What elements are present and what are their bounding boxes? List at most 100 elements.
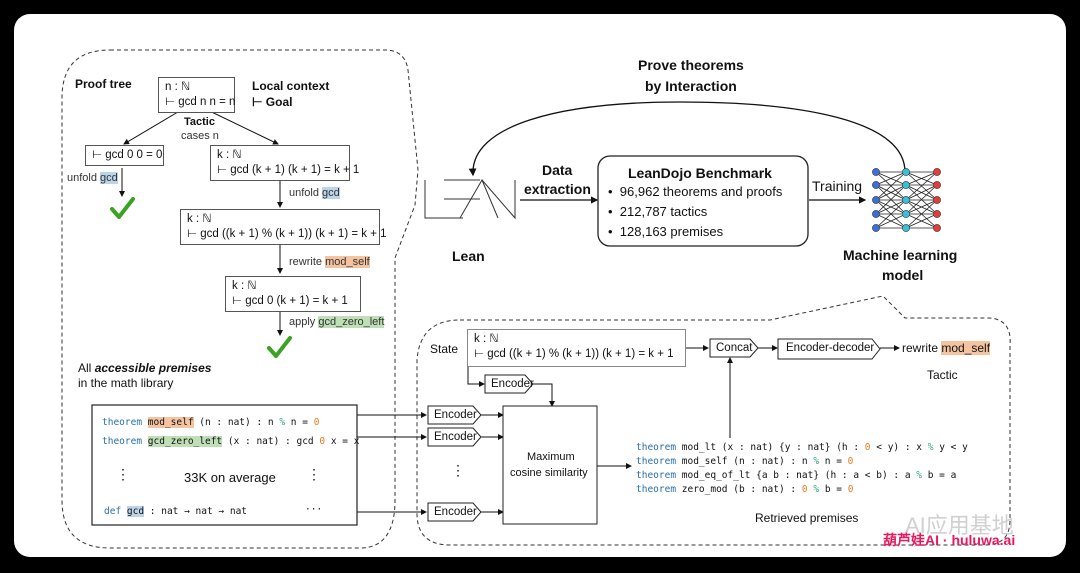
tactic-label: Tactic bbox=[927, 368, 958, 382]
number: 0 bbox=[864, 442, 871, 453]
premise-name: gcd bbox=[126, 506, 145, 517]
premise-name: mod_self bbox=[147, 417, 194, 428]
number: 0 bbox=[801, 484, 808, 495]
nn-edge bbox=[905, 199, 938, 215]
premise-name: gcd_zero_left bbox=[147, 436, 223, 447]
benchmark-title: LeanDojo Benchmark bbox=[628, 165, 772, 181]
tactic-verb: apply bbox=[289, 316, 316, 328]
premise-count: 33K on average bbox=[184, 470, 276, 485]
nn-edge bbox=[905, 171, 938, 201]
root-context: n : ℕ bbox=[165, 81, 191, 93]
similarity-box bbox=[502, 405, 598, 525]
nn-node bbox=[902, 224, 910, 232]
proof-region-outline bbox=[61, 49, 419, 549]
mid-tactic: rewrite mod_self bbox=[289, 256, 370, 268]
benchmark-box bbox=[597, 155, 809, 247]
benchmark-item: • 96,962 theorems and proofs bbox=[608, 184, 783, 199]
keyword: theorem bbox=[102, 417, 143, 428]
retrieved-premise: theorem mod_eq_of_lt {a b : nat} (h : a … bbox=[636, 470, 956, 481]
premise-highlight: gcd_zero_left bbox=[318, 316, 385, 328]
similarity-label: Maximum bbox=[527, 451, 575, 463]
keyword: theorem bbox=[102, 436, 143, 447]
check-icon bbox=[267, 336, 292, 358]
operator: % bbox=[927, 442, 934, 453]
state-goal: ⊢ gcd ((k + 1) % (k + 1)) (k + 1) = k + … bbox=[474, 348, 674, 360]
encoder-premise: Encoder bbox=[434, 506, 477, 518]
number: 0 bbox=[319, 436, 326, 447]
signature: n = bbox=[819, 456, 848, 467]
proof-tree-title: Proof tree bbox=[75, 77, 132, 91]
premise-highlight: mod_self bbox=[325, 256, 370, 268]
signature: x = x bbox=[325, 436, 360, 447]
output-tactic: rewrite mod_self bbox=[902, 341, 991, 355]
legend-goal: ⊢ Goal bbox=[252, 95, 293, 109]
ellipsis: ··· bbox=[305, 504, 323, 515]
nn-node bbox=[872, 196, 880, 204]
nn-node bbox=[933, 224, 941, 232]
concat-block: Concat bbox=[716, 342, 753, 354]
premise-highlight: gcd bbox=[322, 187, 340, 199]
similarity-label-line2: cosine similarity bbox=[510, 467, 588, 479]
nn-edge bbox=[875, 199, 907, 215]
encoder-state: Encoder bbox=[491, 378, 534, 390]
encoder-premise: Encoder bbox=[434, 431, 477, 443]
root-goal: ⊢ gcd n n = n bbox=[165, 96, 236, 108]
keyword: theorem bbox=[636, 484, 677, 495]
left-goal: ⊢ gcd 0 0 = 0 bbox=[92, 149, 163, 161]
nn-node bbox=[872, 181, 880, 189]
left-goal-node: ⊢ gcd 0 0 = 0 bbox=[85, 145, 164, 166]
lean-label: Lean bbox=[452, 248, 485, 264]
nn-node bbox=[933, 210, 941, 218]
retrieved-premise: theorem zero_mod (b : nat) : 0 % b = 0 bbox=[636, 484, 853, 495]
signature: b = bbox=[819, 484, 848, 495]
premises-caption: All accessible premises bbox=[78, 361, 211, 375]
nn-edge bbox=[905, 184, 938, 215]
state-label: State bbox=[430, 342, 459, 356]
caption-emphasis: accessible premises bbox=[94, 361, 212, 375]
tactic-verb: rewrite bbox=[902, 341, 939, 355]
signature: < y) : x bbox=[870, 442, 928, 453]
premise-highlight: mod_self bbox=[941, 341, 991, 355]
nn-node bbox=[933, 181, 941, 189]
tactic-verb: unfold bbox=[67, 172, 97, 184]
right-goal-node: k : ℕ ⊢ gcd (k + 1) (k + 1) = k + 1 bbox=[210, 145, 360, 181]
signature: zero_mod (b : nat) : bbox=[676, 484, 802, 495]
watermark-text: AI应用基地 bbox=[905, 513, 1014, 538]
keyword: def bbox=[104, 506, 122, 517]
keyword: theorem bbox=[636, 456, 677, 467]
nn-edge bbox=[905, 184, 938, 201]
vdots: ⋮ bbox=[116, 466, 130, 482]
premise-library-box bbox=[91, 404, 358, 526]
encoder-premise: Encoder bbox=[434, 409, 477, 421]
signature: y < y bbox=[933, 442, 968, 453]
nn-edge bbox=[905, 199, 938, 229]
premises-caption-line2: in the math library bbox=[78, 376, 174, 390]
right-goal: ⊢ gcd (k + 1) (k + 1) = k + 1 bbox=[217, 164, 360, 176]
nn-node bbox=[933, 168, 941, 176]
training-label: Training bbox=[812, 178, 863, 194]
mid-goal: ⊢ gcd ((k + 1) % (k + 1)) (k + 1) = k + … bbox=[187, 228, 387, 240]
nn-edge bbox=[905, 171, 938, 186]
retrieved-premise: theorem mod_self (n : nat) : n % n = 0 bbox=[636, 456, 853, 467]
premise-row: theorem gcd_zero_left (x : nat) : gcd 0 … bbox=[102, 436, 359, 447]
root-tactic: cases n bbox=[181, 130, 219, 142]
interaction-loop-arrow bbox=[468, 101, 906, 177]
encoder-decoder-block: Encoder-decoder bbox=[786, 342, 875, 354]
tactic-label: Tactic bbox=[184, 116, 215, 128]
nn-node bbox=[902, 196, 910, 204]
retrieved-premises-label: Retrieved premises bbox=[755, 511, 859, 525]
vdots: ⋮ bbox=[451, 462, 465, 478]
benchmark-item: • 212,787 tactics bbox=[608, 204, 708, 219]
retrieved-premise: theorem mod_lt (x : nat) {y : nat} (h : … bbox=[636, 442, 968, 453]
tactic-verb: rewrite bbox=[289, 256, 323, 268]
operator: % bbox=[916, 470, 922, 481]
premise-highlight: gcd bbox=[100, 172, 118, 184]
nn-edge bbox=[875, 184, 907, 215]
nn-edge bbox=[875, 199, 907, 229]
low-goal: ⊢ gcd 0 (k + 1) = k + 1 bbox=[232, 295, 348, 307]
nn-node bbox=[872, 210, 880, 218]
right-context: k : ℕ bbox=[217, 149, 242, 161]
encoder-decoder-shape bbox=[777, 338, 881, 360]
left-tactic: unfold gcd bbox=[67, 172, 118, 184]
